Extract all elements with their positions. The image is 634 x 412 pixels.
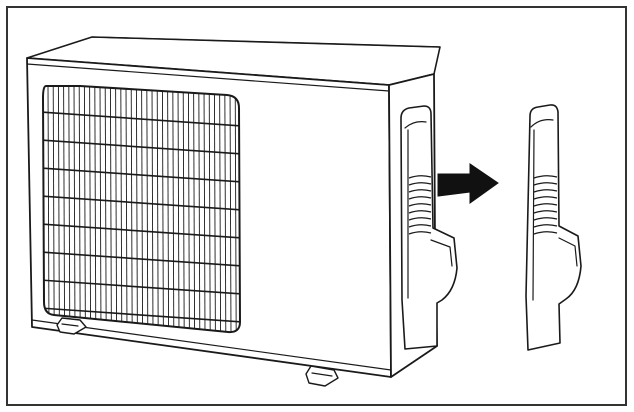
grille-fin	[198, 86, 201, 333]
grille-fin	[68, 86, 71, 333]
cover-ridge	[408, 196, 432, 200]
grille-fin	[78, 86, 81, 333]
grille-fin	[177, 86, 180, 333]
grille-wire	[43, 307, 240, 323]
grille-fin	[89, 86, 92, 333]
grille-fin	[104, 86, 107, 333]
cover-ridge	[408, 224, 432, 228]
grille-fin	[57, 86, 60, 333]
grille-wire	[43, 167, 240, 183]
grille-fin	[141, 86, 144, 333]
cover-ridge	[533, 175, 558, 179]
outdoor-unit-icon	[26, 36, 441, 387]
cover-ridge	[533, 189, 558, 193]
side-cover-icon	[400, 105, 458, 350]
cover-ridge	[533, 231, 558, 235]
grille-fin	[47, 86, 50, 333]
grille-fin	[151, 86, 154, 333]
grille-fin	[224, 86, 227, 333]
grille-fin	[219, 86, 222, 333]
grille-fin	[120, 86, 123, 333]
grille-fin	[63, 86, 66, 333]
grille-fin	[146, 86, 149, 333]
grille-fin	[83, 86, 86, 333]
grille-fin	[172, 86, 175, 333]
cover-ridge	[408, 231, 432, 235]
grille-fin	[73, 86, 76, 333]
grille-fin	[99, 86, 102, 333]
figure-border	[6, 6, 627, 406]
grille-wire	[43, 195, 240, 211]
grille-fin	[208, 86, 211, 333]
grille-wire	[43, 279, 240, 295]
cover-ridge	[408, 175, 432, 179]
grille-fin	[52, 86, 55, 333]
grille-wire	[43, 111, 240, 127]
cover-ridge	[533, 182, 558, 186]
cover-ridge	[408, 182, 432, 186]
grille-fin	[193, 86, 196, 333]
grille-fin	[130, 86, 133, 333]
grille-fin	[115, 86, 118, 333]
arrow-right-icon	[437, 163, 499, 204]
grille-fin	[213, 86, 216, 333]
fan-grille-icon	[42, 85, 241, 334]
cover-ridge	[408, 189, 432, 193]
cover-ridge	[408, 217, 432, 221]
grille-fin	[156, 86, 159, 333]
grille-fin	[182, 86, 185, 333]
grille-fin	[187, 86, 190, 333]
grille-wire	[43, 223, 240, 239]
grille-fin	[203, 86, 206, 333]
cover-ridge	[408, 203, 432, 207]
cover-ridge	[533, 203, 558, 207]
grille-fin	[135, 86, 138, 333]
cover-ridge	[533, 217, 558, 221]
cover-ridge	[533, 210, 558, 214]
grille-fin	[109, 86, 112, 333]
cover-ridge	[533, 224, 558, 228]
grille-fin	[161, 86, 164, 333]
grille-fin	[94, 86, 97, 333]
grille-fin	[167, 86, 170, 333]
grille-fin	[125, 86, 128, 333]
mounting-foot-left	[56, 317, 87, 335]
cover-ridge	[533, 196, 558, 200]
grille-wire	[43, 139, 240, 155]
grille-wire	[43, 251, 240, 267]
cover-ridge	[408, 210, 432, 214]
mounting-foot-right	[305, 365, 339, 387]
removed-cover-icon	[525, 104, 582, 351]
